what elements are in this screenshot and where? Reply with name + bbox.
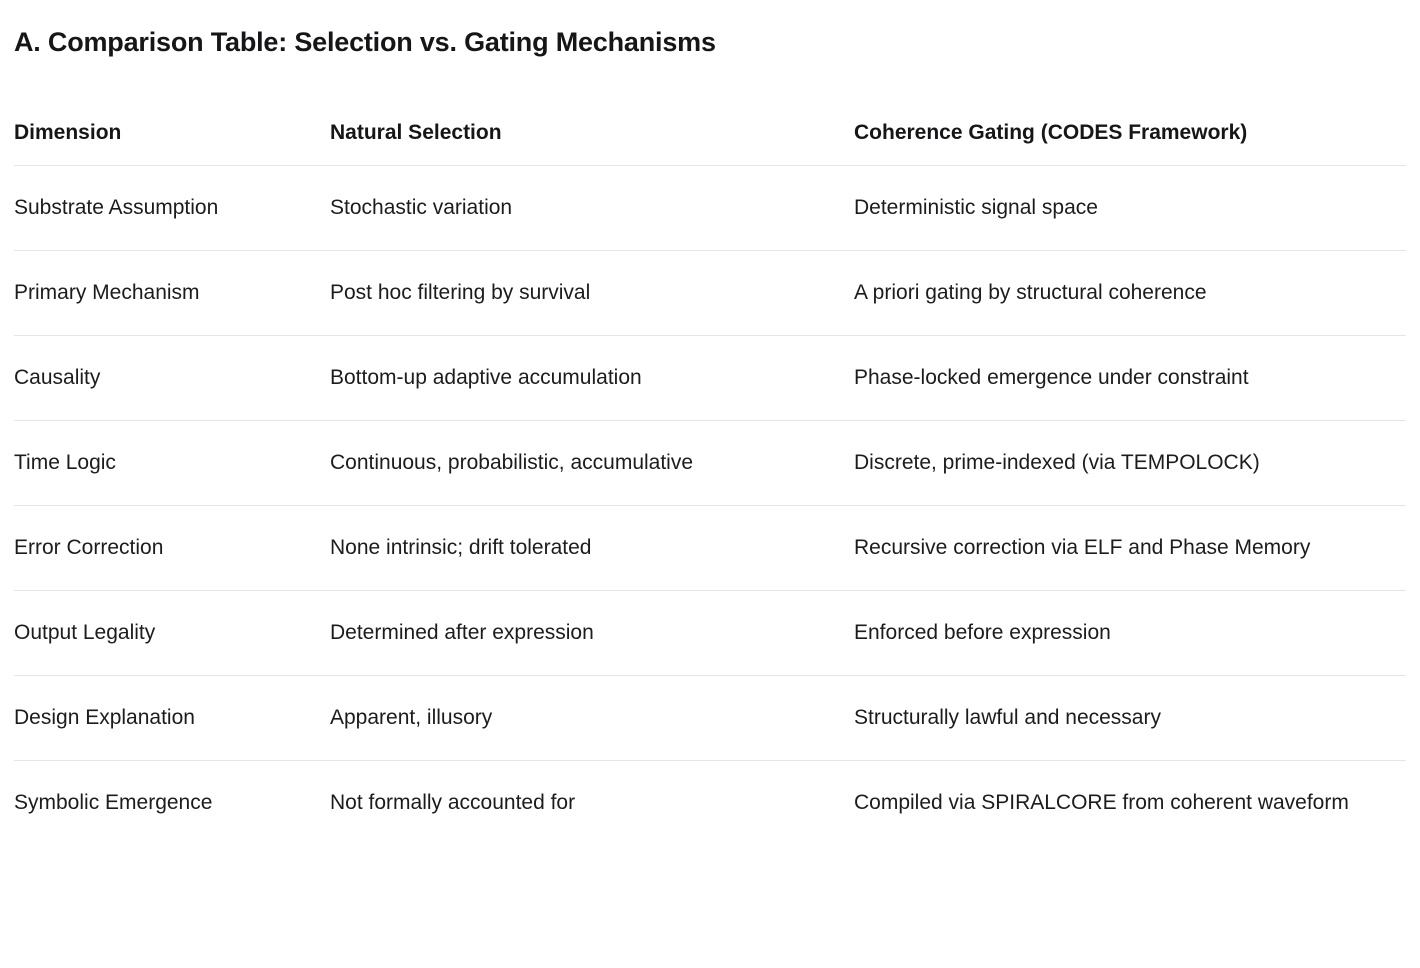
- cell-dimension: Symbolic Emergence: [14, 791, 213, 814]
- table-row: Symbolic Emergence Not formally accounte…: [14, 761, 1406, 846]
- cell-natural-selection: Stochastic variation: [330, 165, 854, 251]
- cell-natural-selection: Not formally accounted for: [330, 791, 576, 814]
- cell-dimension: Primary Mechanism: [14, 250, 330, 336]
- cell-natural-selection: Bottom-up adaptive accumulation: [330, 335, 854, 421]
- cell-natural-selection: Apparent, illusory: [330, 675, 854, 761]
- column-header-natural-selection: Natural Selection: [330, 120, 854, 166]
- table-header-row: Dimension Natural Selection Coherence Ga…: [14, 120, 1406, 166]
- cell-dimension: Design Explanation: [14, 675, 330, 761]
- table-row: Primary Mechanism Post hoc filtering by …: [14, 250, 1406, 336]
- cell-coherence-gating: Compiled via SPIRALCORE from coherent wa…: [854, 791, 1349, 814]
- cell-dimension: Error Correction: [14, 505, 330, 591]
- column-header-dimension: Dimension: [14, 120, 330, 166]
- cell-dimension: Substrate Assumption: [14, 165, 330, 251]
- table-row: Output Legality Determined after express…: [14, 590, 1406, 676]
- cell-natural-selection: None intrinsic; drift tolerated: [330, 505, 854, 591]
- cell-coherence-gating: Phase-locked emergence under constraint: [854, 335, 1406, 421]
- table-row: Error Correction None intrinsic; drift t…: [14, 505, 1406, 591]
- cell-coherence-gating: Deterministic signal space: [854, 165, 1406, 251]
- table-row: Time Logic Continuous, probabilistic, ac…: [14, 420, 1406, 506]
- cell-dimension: Output Legality: [14, 590, 330, 676]
- page-title: A. Comparison Table: Selection vs. Gatin…: [14, 27, 716, 57]
- table-row: Substrate Assumption Stochastic variatio…: [14, 165, 1406, 251]
- cell-coherence-gating: Structurally lawful and necessary: [854, 675, 1406, 761]
- table-row: Causality Bottom-up adaptive accumulatio…: [14, 335, 1406, 421]
- comparison-table: Dimension Natural Selection Coherence Ga…: [14, 120, 1406, 845]
- cell-dimension: Causality: [14, 335, 330, 421]
- cell-natural-selection: Post hoc filtering by survival: [330, 250, 854, 336]
- document-page: A. Comparison Table: Selection vs. Gatin…: [14, 27, 1406, 845]
- cell-coherence-gating: Enforced before expression: [854, 590, 1406, 676]
- cell-natural-selection: Determined after expression: [330, 590, 854, 676]
- column-header-coherence-gating: Coherence Gating (CODES Framework): [854, 120, 1406, 166]
- cell-dimension: Time Logic: [14, 420, 330, 506]
- cell-natural-selection: Continuous, probabilistic, accumulative: [330, 420, 854, 506]
- cell-coherence-gating: Recursive correction via ELF and Phase M…: [854, 505, 1406, 591]
- cell-coherence-gating: A priori gating by structural coherence: [854, 250, 1406, 336]
- table-row: Design Explanation Apparent, illusory St…: [14, 675, 1406, 761]
- cell-coherence-gating: Discrete, prime-indexed (via TEMPOLOCK): [854, 420, 1406, 506]
